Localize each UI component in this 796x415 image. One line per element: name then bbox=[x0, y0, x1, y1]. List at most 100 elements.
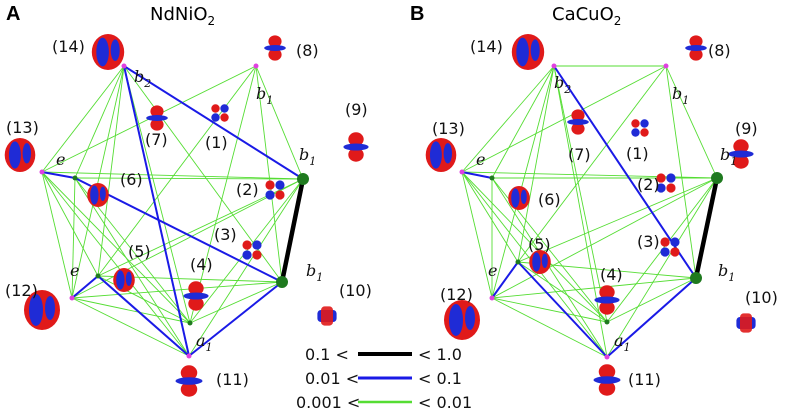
legend-upper: < 0.1 bbox=[418, 369, 462, 388]
medium-bond-edge bbox=[41, 171, 76, 179]
network-node bbox=[297, 173, 309, 185]
legend-row-weak: 0.001 < < 0.01 bbox=[296, 393, 472, 412]
orbital-number-label: (9) bbox=[735, 119, 758, 138]
orbital-isosurface bbox=[146, 105, 168, 131]
orbital-number-label: (6) bbox=[120, 170, 143, 189]
orbital-number-label: (6) bbox=[538, 190, 561, 209]
network-node bbox=[276, 276, 288, 288]
weak-bond-edge bbox=[71, 65, 125, 299]
weak-bond-edge bbox=[71, 177, 76, 299]
network-node bbox=[186, 353, 192, 359]
orbital-isosurface bbox=[211, 104, 229, 122]
orbital-isosurface bbox=[242, 240, 262, 260]
weak-bond-edge bbox=[491, 297, 608, 358]
network-node bbox=[690, 272, 702, 284]
medium-bond-edge bbox=[71, 275, 99, 299]
weak-bond-edge bbox=[491, 65, 555, 299]
orbital-number-label: (10) bbox=[339, 281, 372, 300]
weak-bond-edge bbox=[97, 65, 125, 277]
weak-bond-edge bbox=[517, 65, 667, 263]
weak-bond-edge bbox=[461, 171, 493, 299]
weak-bond-edge bbox=[606, 177, 718, 358]
weak-bond-edge bbox=[461, 171, 608, 323]
orbital-isosurface bbox=[113, 268, 135, 292]
orbital-isosurface bbox=[593, 364, 621, 396]
orbital-number-label: (11) bbox=[628, 370, 661, 389]
orbital-isosurface bbox=[508, 186, 530, 210]
panel-b-labels: (1)(2)(3)(4)(5)(6)(7)(8)(9)(10)(11)(12)(… bbox=[432, 37, 778, 389]
weak-bond-edge bbox=[665, 65, 697, 279]
irrep-label: e bbox=[70, 261, 79, 280]
legend-upper: < 0.01 bbox=[418, 393, 472, 412]
panel-a-orbitals bbox=[4, 34, 369, 397]
orbital-number-label: (5) bbox=[528, 235, 551, 254]
orbital-number-label: (7) bbox=[145, 130, 168, 149]
panel-title: NdNiO2 bbox=[150, 4, 215, 28]
weak-bond-edge bbox=[665, 65, 718, 179]
orbital-number-label: (13) bbox=[432, 119, 465, 138]
panel-letter: A bbox=[6, 3, 20, 25]
orbital-isosurface bbox=[656, 173, 676, 193]
orbital-number-label: (1) bbox=[205, 133, 228, 152]
orbital-number-label: (12) bbox=[440, 285, 473, 304]
panel-letter: B bbox=[410, 3, 424, 25]
weak-bond-edge bbox=[71, 297, 191, 324]
network-node bbox=[663, 63, 669, 69]
panel-b: B CaCuO2 (1)(2)(3)(4)(5)(6)(7)(8)(9)(10)… bbox=[410, 3, 778, 396]
legend-lower: 0.01 < bbox=[305, 369, 359, 388]
orbital-isosurface bbox=[4, 138, 36, 172]
weak-bond-edge bbox=[491, 177, 718, 299]
orbital-isosurface bbox=[264, 35, 286, 61]
orbital-number-label: (3) bbox=[637, 232, 660, 251]
weak-bond-edge bbox=[41, 171, 99, 277]
legend-upper: < 1.0 bbox=[418, 345, 462, 364]
orbital-number-label: (14) bbox=[52, 37, 85, 56]
network-node bbox=[253, 63, 259, 69]
medium-bond-edge bbox=[123, 65, 190, 357]
medium-bond-edge bbox=[606, 277, 697, 358]
weak-bond-edge bbox=[553, 65, 608, 323]
weak-bond-edge bbox=[255, 65, 304, 180]
irrep-label: e bbox=[56, 150, 65, 169]
orbital-number-label: (8) bbox=[708, 41, 731, 60]
orbital-number-label: (5) bbox=[128, 242, 151, 261]
weak-bond-edge bbox=[74, 65, 125, 179]
weak-bond-edge bbox=[41, 171, 73, 299]
weak-bond-edge bbox=[517, 65, 555, 263]
network-node bbox=[459, 169, 465, 175]
irrep-label: b2 bbox=[134, 67, 151, 90]
network-node bbox=[72, 175, 78, 181]
irrep-label: b1 bbox=[718, 261, 735, 284]
irrep-label: a1 bbox=[196, 331, 213, 354]
medium-bond-edge bbox=[188, 281, 283, 357]
orbital-number-label: (9) bbox=[345, 100, 368, 119]
irrep-label: b1 bbox=[672, 84, 689, 107]
orbital-isosurface bbox=[444, 300, 480, 340]
panel-a-edges bbox=[41, 65, 306, 357]
orbital-number-label: (7) bbox=[568, 145, 591, 164]
orbital-isosurface bbox=[343, 132, 369, 162]
panel-b-nodes bbox=[459, 63, 723, 360]
network-node bbox=[489, 175, 495, 181]
weak-bond-edge bbox=[491, 65, 555, 179]
orbital-number-label: (2) bbox=[637, 175, 660, 194]
weak-bond-edge bbox=[461, 171, 718, 179]
weak-bond-edge bbox=[41, 171, 304, 180]
orbital-isosurface bbox=[736, 313, 756, 333]
panel-b-edges bbox=[461, 65, 720, 358]
orbital-isosurface bbox=[24, 290, 60, 330]
medium-bond-edge bbox=[123, 65, 304, 180]
weak-bond-edge bbox=[71, 297, 190, 357]
weak-bond-edge bbox=[189, 281, 283, 324]
weak-bond-edge bbox=[97, 65, 257, 277]
orbital-number-label: (13) bbox=[6, 118, 39, 137]
orbital-isosurface bbox=[529, 250, 551, 274]
weak-bond-edge bbox=[491, 297, 608, 323]
orbital-isosurface bbox=[660, 237, 680, 257]
weak-bond-edge bbox=[606, 277, 697, 323]
orbital-isosurface bbox=[685, 35, 707, 61]
weak-bond-edge bbox=[553, 65, 608, 358]
orbital-isosurface bbox=[425, 138, 457, 172]
orbital-isosurface bbox=[87, 183, 109, 207]
orbital-isosurface bbox=[567, 109, 589, 135]
